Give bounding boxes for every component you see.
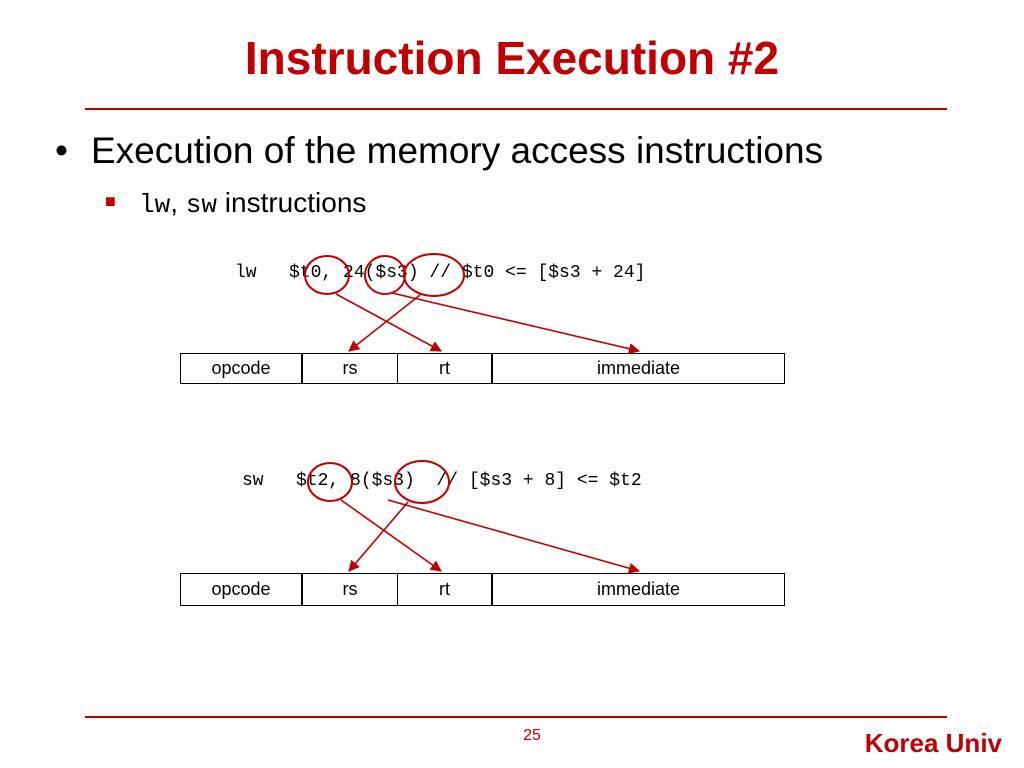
field-opcode: opcode (181, 354, 303, 383)
sw-instruction-code: sw $t2, 8($s3) // [$s3 + 8] <= $t2 (242, 471, 642, 491)
footer-divider (85, 716, 947, 718)
arrow-t0-to-rt (335, 293, 442, 352)
korea-univ-logo: Korea Univ (864, 728, 1002, 758)
code-lw: lw (139, 190, 171, 220)
arrow-24-to-imm (391, 292, 641, 355)
field-opcode: opcode (181, 574, 303, 605)
bullet-sep: , (170, 187, 186, 218)
page-number: 25 (523, 727, 541, 744)
lw-instruction-code: lw $t0, 24($s3) // $t0 <= [$s3 + 24] (235, 263, 646, 283)
sw-instruction-format: opcode rs rt immediate (180, 573, 785, 606)
bullet-dot-icon: • (55, 130, 68, 171)
title-divider (85, 108, 947, 110)
arrow-t2-to-rt (340, 499, 442, 572)
field-immediate: immediate (596, 579, 681, 599)
field-rs: rs (303, 574, 398, 605)
bullet-text-1: Execution of the memory access instructi… (91, 130, 824, 171)
arrow-s3-to-rs (348, 294, 421, 352)
slide-title: Instruction Execution #2 (244, 32, 780, 84)
bullet-text-2: instructions (217, 187, 367, 218)
lw-instruction-format: opcode rs rt immediate (180, 353, 785, 384)
field-rt: rt (398, 574, 493, 605)
field-rt: rt (398, 354, 493, 383)
arrow-s3-to-rs-sw (348, 501, 409, 572)
arrow-8-to-imm (387, 499, 641, 574)
code-sw: sw (185, 190, 217, 220)
field-rs: rs (303, 354, 398, 383)
square-bullet-icon: ■ (105, 191, 116, 211)
bullet-item-2: ■ lw, sw instructions (105, 184, 366, 222)
bullet-item-1: • Execution of the memory access instruct… (55, 128, 823, 174)
field-immediate: immediate (596, 358, 681, 378)
